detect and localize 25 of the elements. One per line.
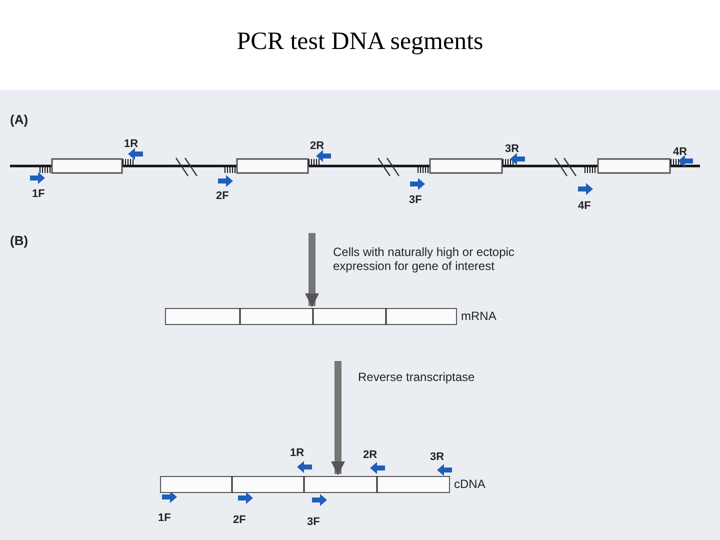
title: PCR test DNA segments [236, 28, 484, 56]
primer-label: 1R [290, 447, 304, 459]
primer-label: 2R [310, 140, 324, 152]
primer-label: 2F [216, 190, 229, 202]
panel-label: (A) [10, 112, 28, 127]
primer-label: 3R [505, 143, 520, 155]
panel-label: (B) [10, 233, 28, 248]
edge-label: Reverse transcriptase [358, 370, 476, 384]
primer-label: 3F [409, 194, 422, 206]
primer-label: 4F [578, 200, 591, 212]
primer-label: 1F [32, 188, 45, 200]
process-arrow [305, 233, 319, 308]
nucleic-acid-bar [165, 308, 457, 325]
primer-label: 1F [158, 512, 171, 524]
primer-label: 3R [430, 451, 444, 463]
process-arrow [331, 361, 345, 476]
edge-label: Cells with naturally high or ectopic expression for gene of interest [333, 245, 516, 273]
nucleic-acid-bar [160, 476, 450, 493]
primer-label: 3F [307, 516, 320, 528]
primer-label: 2F [233, 514, 246, 526]
primer-label: 1R [124, 138, 138, 150]
primer-label: 2R [363, 449, 378, 461]
molecule-label: cDNA [454, 477, 486, 491]
molecule-label: mRNA [461, 309, 496, 323]
primer-label: 4R [673, 146, 688, 158]
